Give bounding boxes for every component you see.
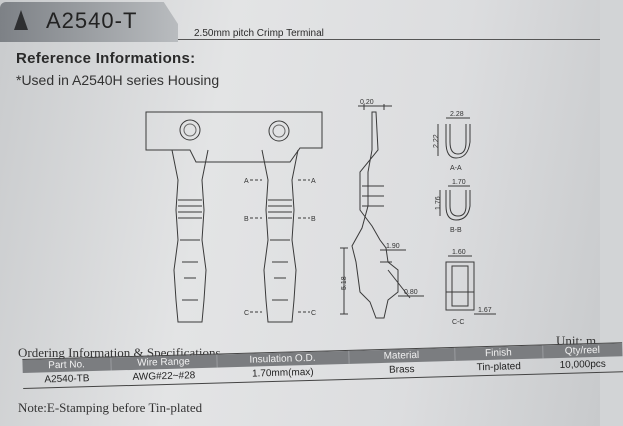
section-cc xyxy=(445,261,475,311)
dim-height-aa: 2.22 xyxy=(433,134,440,148)
pilot-hole-right xyxy=(268,120,290,142)
section-title-cc: C-C xyxy=(452,319,464,326)
cell-finish: Tin-plated xyxy=(476,361,521,374)
footnote: Note:E-Stamping before Tin-plated xyxy=(18,400,203,415)
section-title-aa: A-A xyxy=(450,165,462,172)
part-number-title: A2540-T xyxy=(46,8,138,33)
col-qty-reel: Qty/reel xyxy=(564,344,601,357)
title-banner xyxy=(0,2,178,42)
terminal-side-view xyxy=(351,111,399,319)
dim-width-aa: 2.28 xyxy=(450,111,464,118)
col-finish: Finish xyxy=(484,347,512,360)
terminal-left xyxy=(171,149,209,323)
dim-width-bb: 1.70 xyxy=(452,179,466,186)
dim-080: 0.80 xyxy=(404,289,418,296)
pilot-hole-left xyxy=(179,119,201,141)
dim-190: 1.90 xyxy=(386,243,400,250)
section-label-b-left: B xyxy=(244,216,249,223)
section-title-bb: B-B xyxy=(450,227,462,234)
carrier-strip xyxy=(145,111,323,163)
dim-518: 5.18 xyxy=(341,276,348,290)
col-part-no: Part No. xyxy=(48,359,86,372)
section-label-c-right: C xyxy=(311,310,316,317)
reference-heading: Reference Informations: xyxy=(16,50,196,67)
reference-used-in: *Used in A2540H series Housing xyxy=(16,72,220,88)
section-label-a-left: A xyxy=(244,178,249,185)
spec-table: Part No. Wire Range Insulation O.D. Mate… xyxy=(22,329,623,398)
dim-thickness: 0.20 xyxy=(360,99,374,106)
section-bb xyxy=(445,190,471,221)
banner-triangle-icon xyxy=(14,10,28,30)
header-rule xyxy=(178,39,600,40)
part-description: 2.50mm pitch Crimp Terminal xyxy=(194,28,324,39)
section-aa xyxy=(445,124,471,159)
dimension-labels: 0.20 2.28 2.22 1.70 1.76 1.60 1.67 1.90 … xyxy=(244,99,492,326)
section-label-a-right: A xyxy=(311,178,316,185)
cell-qty-reel: 10,000pcs xyxy=(559,358,606,371)
cell-part-no: A2540-TB xyxy=(44,373,90,386)
dim-width-cc: 1.60 xyxy=(452,249,466,256)
dim-offset-cc: 1.67 xyxy=(478,307,492,314)
terminal-right xyxy=(261,149,299,323)
section-label-c-left: C xyxy=(244,310,249,317)
terminal-drawing: 0.20 2.28 2.22 1.70 1.76 1.60 1.67 1.90 … xyxy=(145,99,496,326)
dim-height-bb: 1.76 xyxy=(435,196,442,210)
section-label-b-right: B xyxy=(311,216,316,223)
